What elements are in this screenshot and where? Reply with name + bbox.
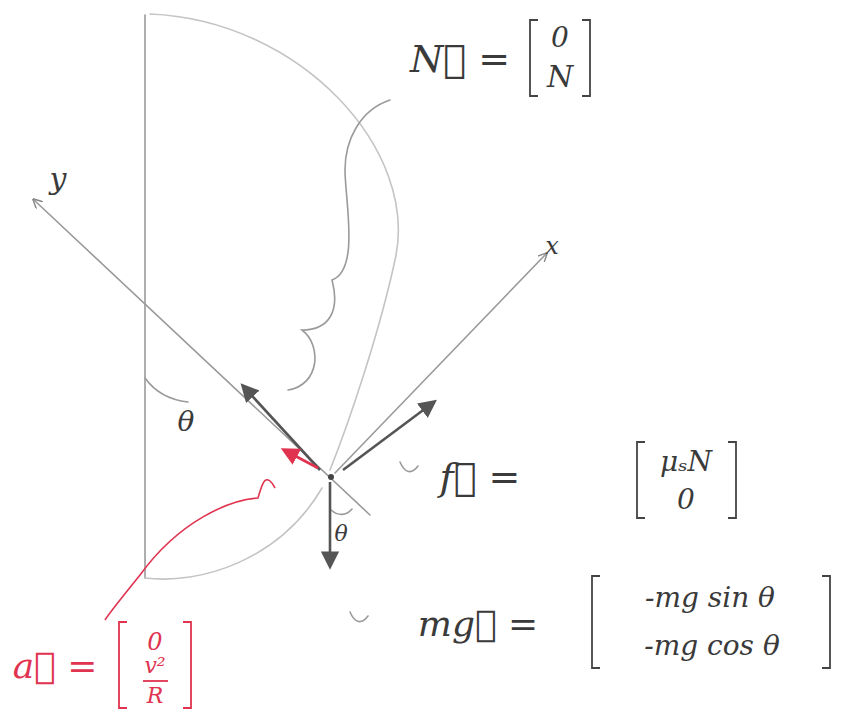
axis-label: x [545,233,559,259]
acceleration-arrow [284,450,318,468]
vector-label: f⃗ = [440,457,521,499]
vector-label: a⃗ = [13,646,98,686]
matrix-bracket [119,622,127,708]
wall-line [144,15,146,578]
matrix-bracket [728,442,736,518]
x-axis [335,254,546,473]
leader-line [105,480,275,620]
angle-arc [145,378,188,402]
angle-arc [331,509,352,514]
object-dot [328,474,334,480]
friction-arrow [343,402,434,470]
matrix-bracket [183,622,191,708]
angle-label: θ [178,407,195,438]
leader-squiggle [400,462,418,472]
vector-label: mg⃗ = [418,604,538,644]
matrix-bracket [637,442,645,518]
matrix-bracket [592,576,600,668]
loop-track [145,488,322,579]
matrix-entry: v² [144,654,165,678]
vector-label: N⃗ = [410,39,510,81]
gravity-arrow [329,482,332,566]
fraction-bar [143,680,168,682]
matrix-entry: 0 [677,485,695,516]
matrix-entry: N [547,60,573,93]
matrix-entry: R [147,684,164,708]
matrix-entry: -mg cos θ [644,631,780,662]
matrix-entry: -mg sin θ [645,583,775,614]
matrix-bracket [822,576,830,668]
normal-force-arrow [243,386,320,470]
brace [288,100,390,390]
matrix-bracket [582,20,590,96]
matrix-entry: 0 [551,23,569,54]
y-axis [34,200,370,515]
leader-squiggle [350,612,368,622]
matrix-entry: μₛN [660,447,712,478]
matrix-bracket [530,20,538,96]
axis-label: y [50,162,67,195]
matrix-entry: 0 [147,629,162,655]
angle-label: θ [334,522,347,546]
